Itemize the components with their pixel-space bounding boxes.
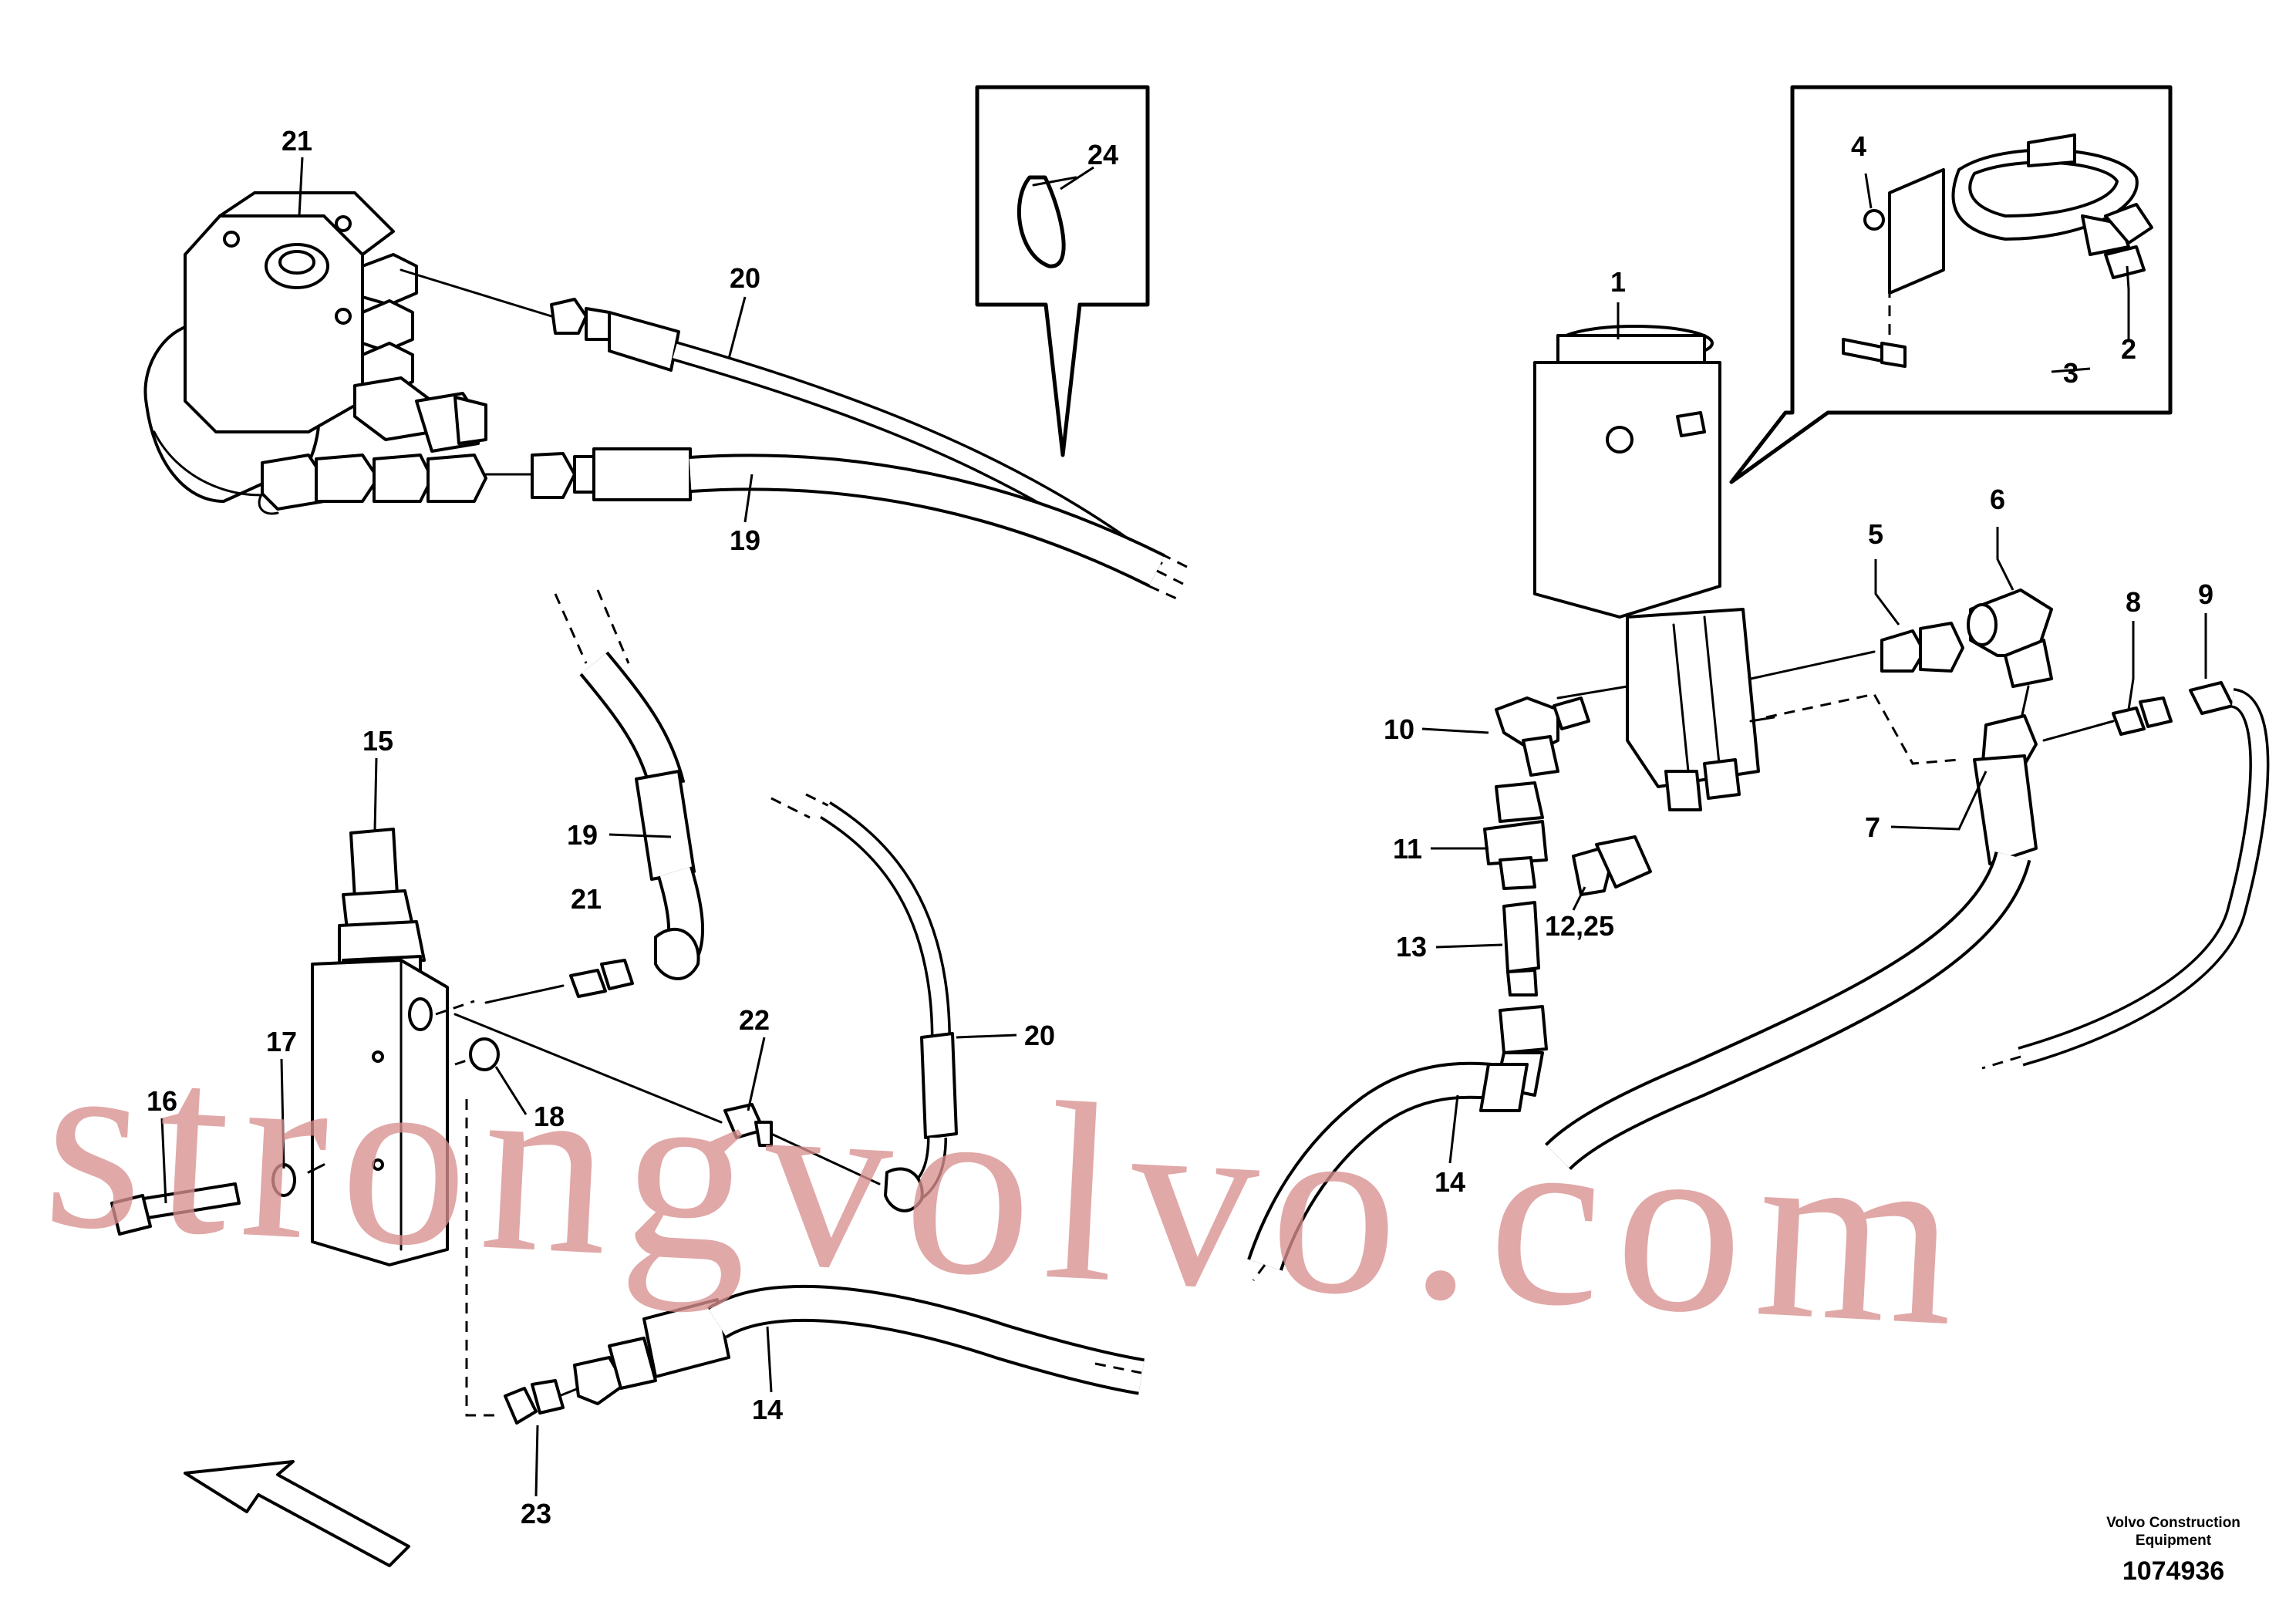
adapter-top-block bbox=[435, 959, 634, 1016]
callout-24: 24 bbox=[1087, 139, 1118, 170]
brand-line-2: Equipment bbox=[2136, 1533, 2212, 1549]
callout-1: 1 bbox=[1610, 266, 1626, 298]
detail-box-bracket bbox=[1729, 85, 2173, 484]
detail-box-cable-tie-24 bbox=[975, 85, 1150, 457]
callout-14-right: 14 bbox=[1435, 1166, 1465, 1198]
fitting-5 bbox=[1880, 622, 1964, 673]
callout-9: 9 bbox=[2198, 578, 2213, 610]
hose-14-right bbox=[1247, 1051, 1544, 1281]
callout-23: 23 bbox=[521, 1498, 551, 1529]
callout-14-lower: 14 bbox=[752, 1394, 783, 1425]
adapter-23 bbox=[465, 1099, 580, 1425]
callout-22: 22 bbox=[739, 1004, 770, 1036]
callout-3: 3 bbox=[2063, 357, 2079, 389]
callout-5: 5 bbox=[1868, 518, 1883, 550]
elbow-6 bbox=[1967, 588, 2053, 688]
leader-lines bbox=[160, 157, 2207, 1497]
seal-18 bbox=[454, 1037, 500, 1071]
callout-17: 17 bbox=[266, 1026, 297, 1057]
callout-19-upper: 19 bbox=[730, 524, 760, 556]
document-number: 1074936 bbox=[2122, 1556, 2224, 1586]
watermark: strongvolvo.com bbox=[39, 998, 1977, 1380]
valve-block bbox=[311, 959, 449, 1266]
callout-2: 2 bbox=[2121, 333, 2136, 365]
adapter-22 bbox=[453, 1013, 881, 1185]
callout-11: 11 bbox=[1393, 833, 1422, 865]
fitting-13 bbox=[1499, 901, 1548, 1054]
steering-valve-21 bbox=[143, 191, 487, 515]
hose-19-lower bbox=[554, 589, 704, 980]
callout-6: 6 bbox=[1990, 484, 2005, 515]
elbow-10 bbox=[1495, 685, 1629, 777]
bolt-16-washer-17 bbox=[110, 1163, 325, 1236]
callout-18: 18 bbox=[534, 1101, 565, 1132]
valve-1 bbox=[1533, 325, 1960, 811]
hose-20-lower bbox=[770, 793, 958, 1212]
callout-19-lower: 19 bbox=[567, 819, 598, 851]
callout-21-mid: 21 bbox=[571, 883, 602, 915]
adapter-8 bbox=[2042, 696, 2173, 742]
callout-13: 13 bbox=[1396, 931, 1427, 963]
brand-line-1: Volvo Construction bbox=[2106, 1515, 2240, 1531]
hose-7 bbox=[1545, 714, 2038, 1171]
hose-9 bbox=[1981, 681, 2270, 1070]
brand-block: Volvo Construction Equipment 1074936 bbox=[2106, 1515, 2240, 1586]
tee-11 bbox=[1483, 781, 1652, 896]
hose-19-upper bbox=[484, 447, 1192, 602]
direction-arrow-icon bbox=[184, 1460, 410, 1567]
callout-labels: 1 2 3 4 5 6 7 8 9 10 11 12,25 13 14 15 1… bbox=[147, 125, 2213, 1529]
callout-20-upper: 20 bbox=[730, 262, 760, 294]
callout-16: 16 bbox=[147, 1085, 177, 1117]
callout-21-top: 21 bbox=[282, 125, 312, 157]
hose-14-lower bbox=[573, 1284, 1145, 1405]
callout-7: 7 bbox=[1865, 811, 1880, 843]
callout-4: 4 bbox=[1851, 130, 1866, 162]
callout-20-lower: 20 bbox=[1024, 1020, 1055, 1051]
callout-12-25: 12,25 bbox=[1545, 910, 1614, 942]
callout-8: 8 bbox=[2126, 586, 2141, 618]
callout-15: 15 bbox=[362, 725, 393, 757]
callout-10: 10 bbox=[1384, 713, 1414, 745]
